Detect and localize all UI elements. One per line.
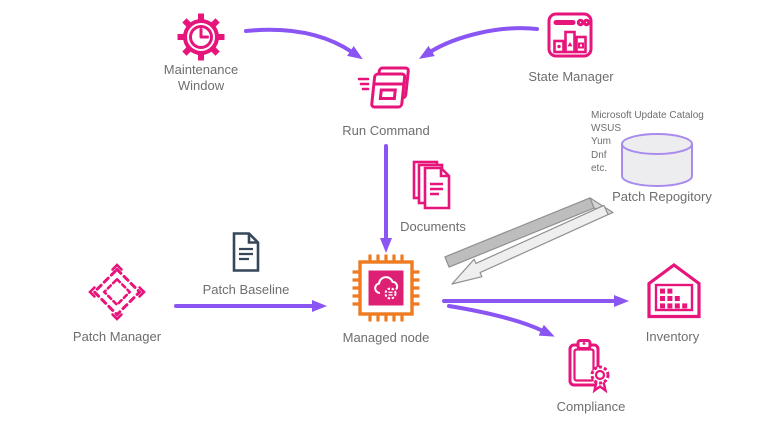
patch-manager-label: Patch Manager	[72, 329, 162, 344]
documents-label: Documents	[400, 219, 466, 234]
patch-source-item: WSUS	[591, 123, 621, 135]
gear-clock-icon	[175, 11, 227, 63]
clipboard-award-icon	[563, 338, 615, 394]
state-manager-label: State Manager	[528, 69, 614, 84]
inventory-label: Inventory	[645, 329, 700, 344]
arrow-state-manager-to-run-command	[418, 26, 539, 59]
pinwheel-diamond-icon	[88, 263, 146, 321]
managed-node-label: Managed node	[342, 330, 430, 345]
patch-source-list: Microsoft Update Catalog WSUS Yum Dnf et…	[591, 109, 704, 175]
dashboard-bars-icon	[546, 11, 594, 59]
patch-source-item: Microsoft Update Catalog	[591, 110, 704, 121]
warehouse-grid-icon	[646, 262, 702, 320]
patch-source-item: Yum	[591, 136, 612, 148]
arrow-managed-node-to-compliance	[447, 304, 555, 337]
maintenance-window-label: Maintenance Window	[163, 62, 239, 94]
database-cylinder-icon	[617, 131, 697, 189]
compliance-label: Compliance	[556, 399, 626, 414]
patch-baseline-label: Patch Baseline	[202, 282, 290, 297]
stacked-documents-icon	[410, 158, 454, 212]
speed-window-icon	[355, 64, 411, 114]
patch-repository-label: Patch Repogitory	[612, 189, 712, 204]
sync-ribbon-arrow	[444, 197, 614, 285]
chip-cloud-gear-icon	[352, 254, 420, 322]
patch-source-item: Dnf	[591, 149, 607, 161]
patch-source-item: etc.	[591, 162, 608, 174]
arrow-maintenance-window-to-run-command	[244, 27, 363, 60]
document-icon	[230, 231, 262, 273]
run-command-label: Run Command	[342, 123, 430, 138]
